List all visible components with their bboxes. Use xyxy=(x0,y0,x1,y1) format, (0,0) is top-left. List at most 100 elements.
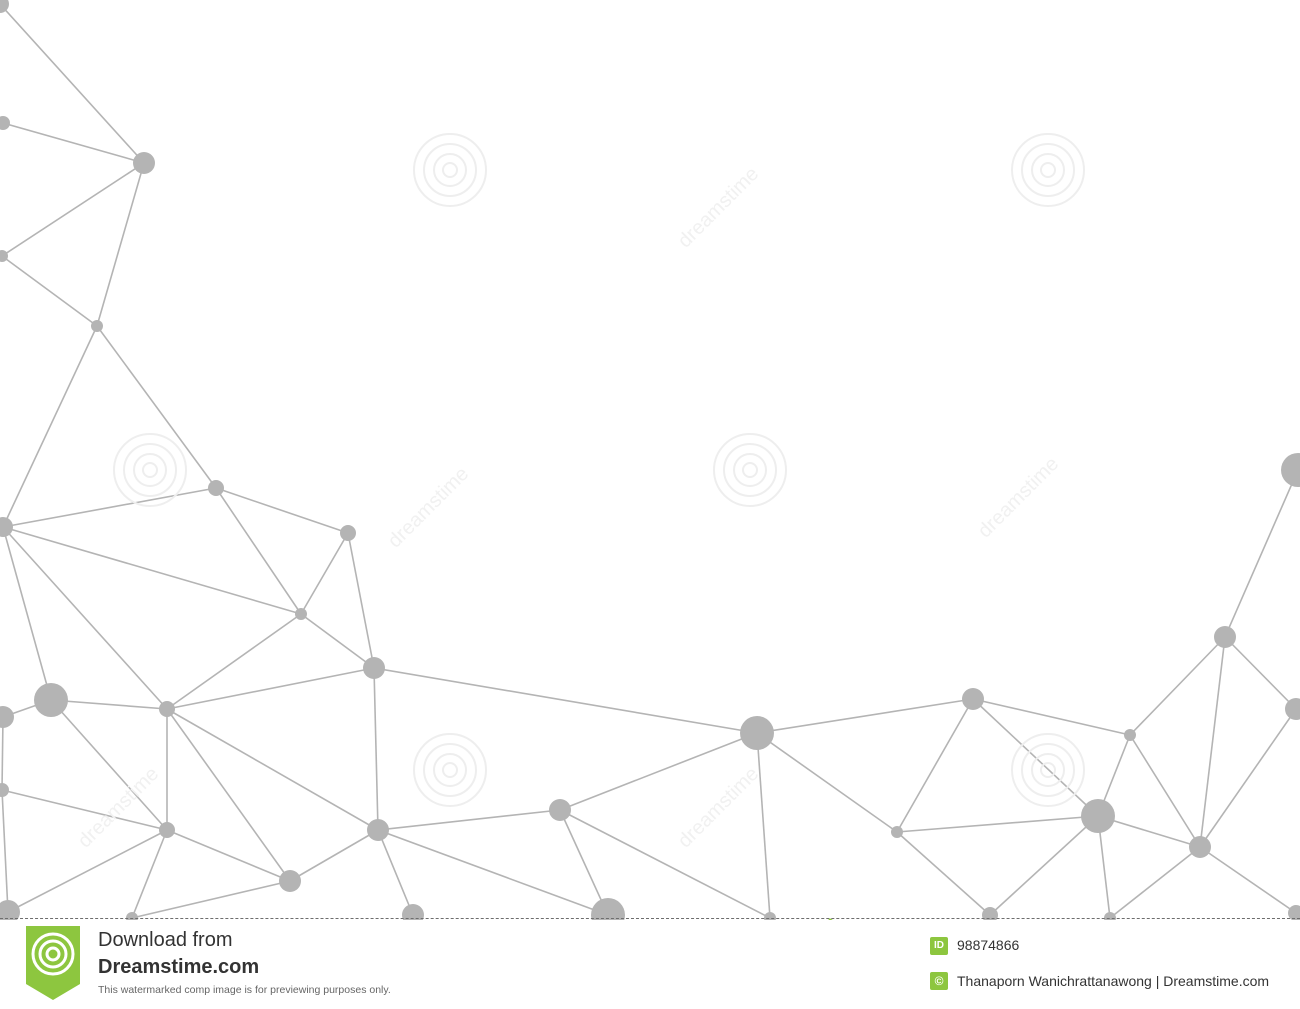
network-edge xyxy=(300,613,375,669)
network-edge xyxy=(1,716,4,791)
network-node xyxy=(363,657,385,679)
network-node xyxy=(0,783,9,797)
network-edge xyxy=(377,829,609,916)
network-node xyxy=(1124,729,1136,741)
network-node xyxy=(1189,836,1211,858)
network-node xyxy=(1285,698,1300,720)
network-edge xyxy=(7,829,168,913)
network-edge xyxy=(50,699,168,831)
network-edge xyxy=(377,829,414,916)
network-edge xyxy=(1199,636,1226,848)
network-edge xyxy=(559,732,758,811)
network-edge xyxy=(972,698,1099,817)
network-node xyxy=(0,706,14,728)
network-node xyxy=(279,870,301,892)
network-edge xyxy=(972,698,1131,736)
network-edge xyxy=(1097,815,1111,919)
image-id: 98874866 xyxy=(957,937,1020,953)
network-node xyxy=(891,826,903,838)
network-node xyxy=(0,517,13,537)
network-node xyxy=(0,116,10,130)
network-node xyxy=(402,904,424,920)
network-node xyxy=(549,799,571,821)
network-edge xyxy=(166,667,375,710)
network-edge xyxy=(2,325,98,528)
network-edge xyxy=(1129,734,1201,848)
network-node xyxy=(340,525,356,541)
network-edge xyxy=(1097,815,1201,848)
network-edge xyxy=(347,532,375,669)
network-edge xyxy=(289,829,379,882)
copyright-icon: © xyxy=(930,972,948,990)
network-node xyxy=(982,907,998,920)
network-edge xyxy=(166,708,291,882)
network-nodes xyxy=(0,0,1300,920)
network-node xyxy=(1281,453,1300,487)
network-node xyxy=(159,701,175,717)
network-node xyxy=(962,688,984,710)
network-node xyxy=(295,608,307,620)
network-edge xyxy=(96,325,217,489)
network-edge xyxy=(1109,846,1201,919)
network-node xyxy=(0,0,9,13)
network-edge xyxy=(166,708,379,831)
network-edge xyxy=(373,667,758,734)
network-edge xyxy=(1129,636,1226,736)
network-edge xyxy=(559,809,771,919)
network-edge xyxy=(2,487,217,528)
network-edge xyxy=(1,789,168,831)
network-edge xyxy=(2,526,302,615)
network-edge xyxy=(896,831,991,916)
network-edge xyxy=(1199,708,1297,848)
id-badge: ID xyxy=(930,937,948,955)
network-node xyxy=(591,898,625,920)
network-edge xyxy=(756,698,974,734)
network-node xyxy=(133,152,155,174)
network-edge xyxy=(1,255,98,327)
cut-line xyxy=(0,918,1300,919)
network-node xyxy=(740,716,774,750)
network-edge xyxy=(50,699,168,710)
network-node xyxy=(159,822,175,838)
network-edge xyxy=(896,815,1099,833)
network-node xyxy=(367,819,389,841)
network-edge xyxy=(131,829,168,919)
network-edge xyxy=(166,829,291,882)
network-illustration xyxy=(0,0,1300,920)
network-edges xyxy=(0,3,1299,919)
network-edge xyxy=(377,809,561,831)
network-edge xyxy=(756,732,771,919)
network-edge xyxy=(1,162,145,257)
network-edge xyxy=(0,3,145,164)
network-edge xyxy=(2,526,168,710)
network-edge xyxy=(2,526,52,701)
network-edge xyxy=(1199,846,1297,914)
network-node xyxy=(1288,905,1300,920)
preview-note: This watermarked comp image is for previ… xyxy=(98,984,391,996)
network-edge xyxy=(300,532,349,615)
network-node xyxy=(0,900,20,920)
network-edge xyxy=(989,815,1099,916)
network-node xyxy=(1081,799,1115,833)
author-credit[interactable]: Thanaporn Wanichrattanawong | Dreamstime… xyxy=(957,973,1270,989)
network-edge xyxy=(2,122,145,164)
download-from-text: Download from xyxy=(98,929,233,951)
network-node xyxy=(91,320,103,332)
network-edge xyxy=(215,487,349,534)
network-edge xyxy=(1224,636,1297,710)
network-edge xyxy=(166,613,302,710)
network-edge xyxy=(1224,469,1299,638)
dreamstime-spiral-logo-icon xyxy=(26,926,80,1000)
network-edge xyxy=(215,487,302,615)
network-edge xyxy=(756,732,898,833)
network-edge xyxy=(96,162,145,327)
footer: Download from Dreamstime.com This waterm… xyxy=(0,920,1300,1009)
network-edge xyxy=(896,698,974,833)
network-edge xyxy=(131,880,291,919)
network-node xyxy=(0,250,8,262)
network-node xyxy=(208,480,224,496)
brand-name[interactable]: Dreamstime.com xyxy=(98,956,260,978)
network-edge xyxy=(559,809,609,916)
network-edge xyxy=(373,667,379,831)
network-node xyxy=(1214,626,1236,648)
